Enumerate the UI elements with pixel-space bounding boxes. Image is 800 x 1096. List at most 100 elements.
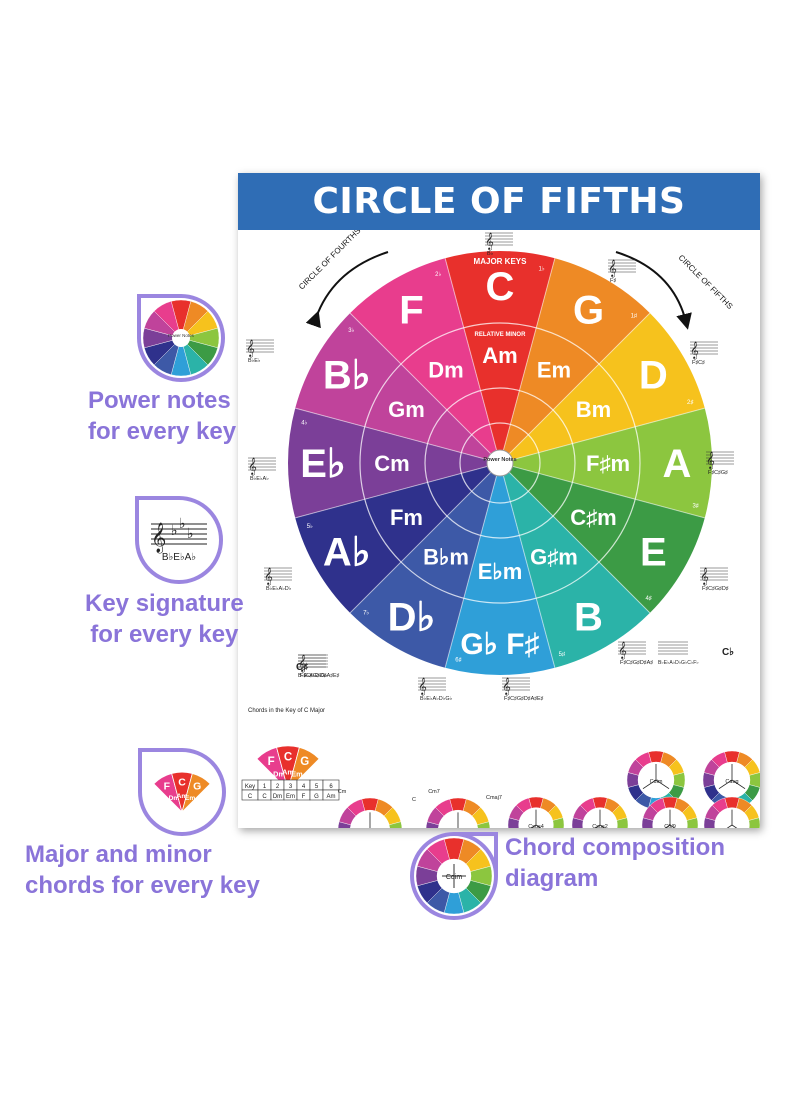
key-segment (500, 463, 705, 613)
segment-divider (295, 407, 501, 464)
accidental-count: 5♯ (559, 651, 565, 658)
c-sharp-label: C♯ (296, 662, 308, 673)
fan-minor-label: Dm (273, 770, 285, 779)
c-flat-label: C♭ (722, 647, 734, 658)
callout-key-signature: Key signature for every key (85, 590, 244, 648)
key-signature-notes: F♯C♯G♯D♯A♯ (620, 660, 653, 666)
segment-divider (444, 258, 501, 464)
mini-wheel-label: Cmaj7 (486, 795, 502, 801)
power-notes-label: Power Notes (483, 457, 516, 463)
key-segment (445, 463, 555, 675)
callout-power-notes: Power notes for every key (88, 387, 237, 445)
badge-chord-center: Cdim (446, 874, 463, 881)
key-signature-staff: 𝄞F♯C♯G♯D♯A♯E♯ (502, 677, 544, 702)
title-banner: CIRCLE OF FIFTHS (238, 173, 760, 230)
mini-wheel-label: Cm (338, 789, 347, 795)
segment-divider (444, 462, 501, 668)
mini-chord-wheel: Cm (338, 789, 403, 828)
treble-clef-icon: 𝄞 (418, 677, 427, 695)
major-key-label: D (639, 354, 668, 398)
accidental-count: 2♯ (687, 399, 693, 406)
mini-chord-wheel: Cm7 (425, 789, 491, 828)
segment-divider (499, 462, 705, 519)
mini-wheel-label: C6/9 (664, 824, 676, 828)
key-segment (295, 463, 500, 613)
major-key-label: G♭ F♯ (460, 628, 539, 661)
minor-key-label: G♯m (530, 545, 578, 570)
mini-chord-wheel: Cdim (626, 750, 686, 810)
flat-icon: ♭ (171, 523, 178, 539)
treble-clef-icon: 𝄞 (690, 341, 699, 359)
fan-segment (287, 746, 320, 792)
key-segments (288, 251, 712, 675)
key-table-cell: Am (327, 794, 336, 800)
key-table-cell: F (302, 794, 306, 800)
chord-composition-badge: Cdim (409, 831, 498, 920)
key-signature-notes: F♯C♯G♯D♯A♯E♯ (504, 696, 544, 702)
key-table-cell: Dm (273, 794, 282, 800)
mini-chord-wheel: Csus2 (571, 796, 629, 828)
key-table-header-cell: 6 (329, 784, 333, 790)
key-signature-notes: B♭ (487, 250, 494, 257)
key-segment (445, 251, 555, 463)
segment-divider (499, 462, 651, 614)
key-segment (500, 408, 712, 518)
ring-circle (459, 422, 541, 504)
ring-circle (359, 322, 641, 604)
key-signature-staff: B♭E♭A♭D♭G♭ (298, 654, 328, 679)
fifths-arrow (615, 251, 692, 330)
ring-circle (424, 387, 576, 539)
accidental-count: 2♭ (435, 271, 441, 278)
callout-major-minor: Major and minor chords for every key (25, 841, 260, 899)
key-signature-notes: F♯C♯G♯D♯A♯E♯ (300, 673, 340, 679)
accidental-count: 1♭ (538, 265, 544, 272)
key-signature-staff: 𝄞B♭ (485, 232, 513, 257)
circle-of-fourths-label: CIRCLE OF FOURTHS (297, 230, 362, 291)
key-signature-staff: 𝄞F♯C♯ (690, 341, 718, 366)
key-segment (350, 463, 500, 668)
key-signature-badge: 𝄞 ♭ ♭ ♭ B♭E♭A♭ (135, 496, 223, 584)
major-key-label: A (663, 442, 692, 486)
major-key-label: G (573, 289, 604, 333)
key-signature-staff: 𝄞B♭E♭ (246, 339, 274, 364)
key-segment (500, 463, 650, 668)
key-segment (295, 313, 500, 463)
relative-minor-label: RELATIVE MINOR (475, 332, 527, 338)
staff-lines (151, 523, 207, 545)
key-signature-staff: 𝄞F♯C♯G♯ (706, 451, 734, 476)
major-key-label: F (399, 289, 423, 333)
badge-power-notes-text: Power Notes (168, 333, 195, 338)
major-key-label: E♭ (300, 442, 346, 486)
power-notes-hub (486, 449, 514, 477)
accidental-count: 6♯ (455, 657, 461, 664)
key-table-header-cell: Key (245, 784, 255, 790)
fan-major-label: F (268, 756, 275, 768)
key-table-cell: C (262, 794, 267, 800)
key-signature-notes: B♭E♭A♭D♭G♭C♭F♭ (658, 660, 699, 666)
fan-minor-label: Am (282, 767, 294, 776)
key-signature-notes: B♭E♭ (248, 357, 261, 364)
key-table-header-cell: 1 (263, 784, 267, 790)
minor-key-label: B♭m (423, 545, 469, 570)
fan-minor-label: Em (291, 770, 303, 779)
minor-key-label: C♯m (570, 505, 616, 530)
mini-chord-wheel: Csus4 (507, 796, 565, 828)
mini-chord-wheel (703, 796, 760, 828)
key-signature-notes: B♭E♭A♭D♭ (266, 585, 292, 592)
key-signature-staff: 𝄞B♭E♭A♭ (248, 457, 276, 482)
accidental-count: 5♭ (307, 523, 313, 530)
treble-clef-icon: 𝄞 (151, 522, 166, 554)
key-signature-notes: B♭E♭A♭D♭G♭ (298, 673, 327, 679)
minor-key-label: Bm (576, 397, 611, 422)
key-signature-notes: B♭E♭A♭D♭G♭ (420, 695, 453, 702)
treble-clef-icon: 𝄞 (618, 641, 627, 659)
power-notes-mini-wheel (142, 299, 220, 377)
treble-clef-icon: 𝄞 (706, 451, 715, 469)
fan-minor-label: Dm (169, 795, 180, 802)
power-notes-badge: Power Notes (137, 294, 225, 382)
minor-key-label: Gm (388, 397, 425, 422)
accidental-count: 4♯ (645, 595, 651, 602)
